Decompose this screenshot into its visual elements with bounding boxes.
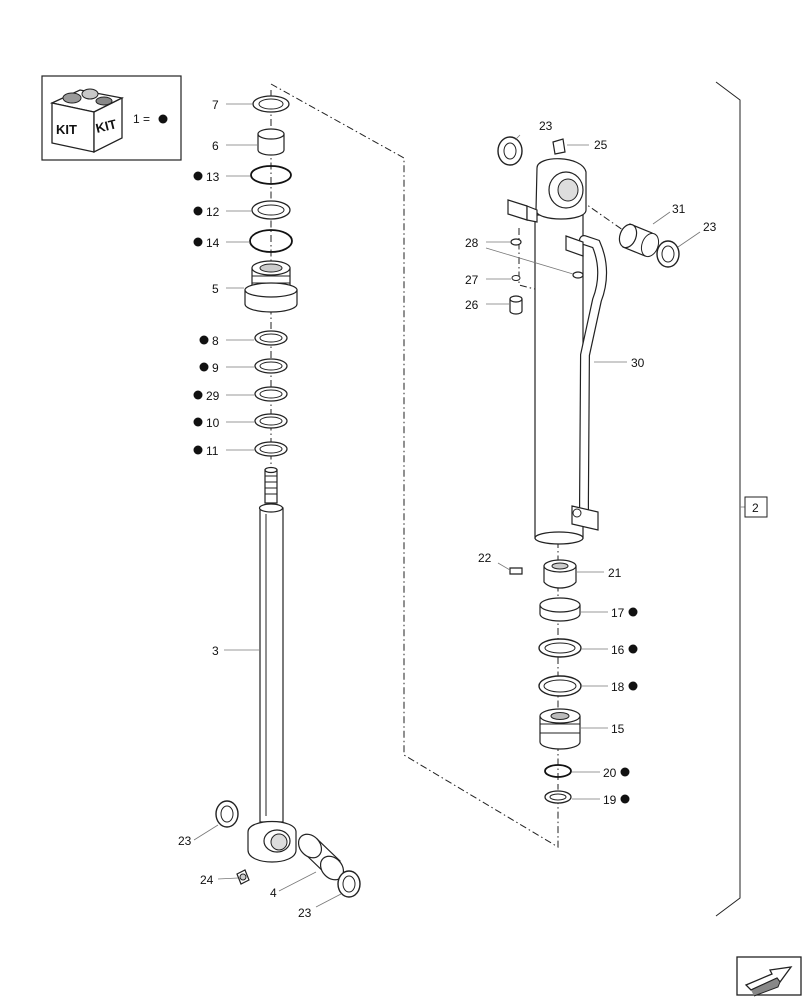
callout-5: 5: [212, 282, 219, 296]
callout-25: 25: [594, 138, 608, 152]
kit-dot-icon: [193, 171, 203, 181]
callout-24: 24: [200, 873, 214, 887]
callout-22: 22: [478, 551, 492, 565]
gland-head: [244, 260, 298, 313]
kit-dot-icon: [193, 417, 203, 427]
callout-17: 17: [611, 606, 625, 620]
callout-28: 28: [465, 236, 479, 250]
kit-dot-icon: [193, 390, 203, 400]
kit-dot-icon: [193, 237, 203, 247]
callout-21: 21: [608, 566, 622, 580]
callout-3: 3: [212, 644, 219, 658]
frame-callout: 2: [752, 501, 759, 515]
callout-23-left: 23: [178, 834, 192, 848]
callout-20: 20: [603, 766, 617, 780]
kit-dot-icon: [628, 607, 638, 617]
barrel-assembly: [497, 136, 680, 804]
callout-23-right: 23: [703, 220, 717, 234]
callout-23-bottom: 23: [298, 906, 312, 920]
assembly-bracket: 2: [715, 81, 768, 917]
leader-lines: [193, 103, 701, 908]
kit-dot-icon: [199, 335, 209, 345]
callout-labels: 7 6 13 12 14 5 8 9 29 10 11 3 23 24 4 23…: [178, 98, 717, 920]
kit-dot-icon: [620, 794, 630, 804]
kit-dot-icon: [199, 362, 209, 372]
callout-13: 13: [206, 170, 220, 184]
callout-12: 12: [206, 205, 220, 219]
kit-dot-icon: [193, 445, 203, 455]
callout-15: 15: [611, 722, 625, 736]
callout-9: 9: [212, 361, 219, 375]
callout-29: 29: [206, 389, 220, 403]
callout-30: 30: [631, 356, 645, 370]
kit-label-2: KIT: [94, 116, 118, 136]
piston-rod: [247, 466, 297, 863]
callout-27: 27: [465, 273, 479, 287]
callout-19: 19: [603, 793, 617, 807]
callout-8: 8: [212, 334, 219, 348]
kit-dot-icon: [628, 644, 638, 654]
kit-dot-icon: [158, 114, 168, 124]
callout-18: 18: [611, 680, 625, 694]
kit-markers: [193, 171, 638, 804]
callout-23-top: 23: [539, 119, 553, 133]
kit-dot-icon: [620, 767, 630, 777]
callout-16: 16: [611, 643, 625, 657]
kit-equation: 1 =: [133, 112, 150, 126]
callout-11: 11: [206, 444, 219, 458]
kit-legend: KIT KIT 1 =: [41, 75, 182, 161]
callout-26: 26: [465, 298, 479, 312]
callout-7: 7: [212, 98, 219, 112]
callout-6: 6: [212, 139, 219, 153]
kit-label-1: KIT: [56, 122, 77, 137]
kit-dot-icon: [628, 681, 638, 691]
rod-assembly: [215, 95, 361, 898]
callout-10: 10: [206, 416, 220, 430]
kit-box-icon: KIT KIT: [49, 88, 125, 154]
kit-dot-icon: [193, 206, 203, 216]
next-page-arrow-icon[interactable]: [736, 956, 802, 997]
callout-31: 31: [672, 202, 686, 216]
piston: [539, 708, 581, 750]
callout-14: 14: [206, 236, 220, 250]
callout-4: 4: [270, 886, 277, 900]
